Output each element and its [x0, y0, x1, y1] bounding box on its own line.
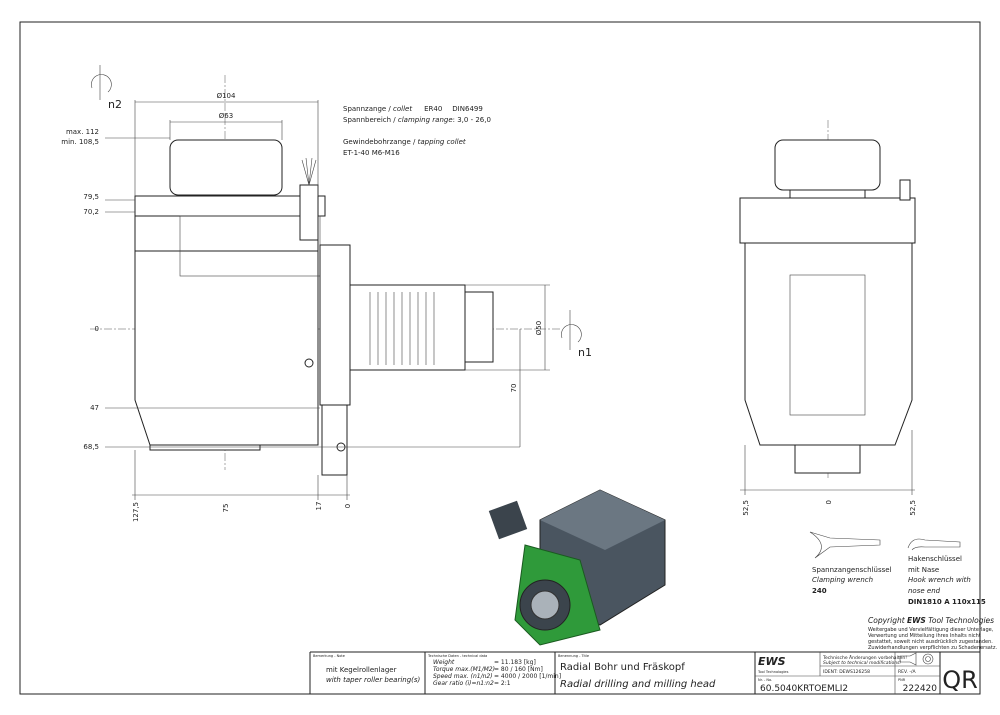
title-de: Radial Bohr und Fräskopf — [560, 662, 685, 673]
dim-v70: 70 — [510, 384, 518, 393]
note-tapping: Gewindebohrzange / tapping collet — [343, 138, 466, 146]
copyright-line: gestattet, soweit nicht ausdrücklich zug… — [868, 639, 993, 645]
flange — [134, 195, 326, 217]
dim-70-2: 70,2 — [83, 208, 99, 216]
tech-key: Speed max. (n1/n2) — [433, 673, 493, 680]
ident: IDENT: DEWS126258 — [823, 669, 870, 675]
ews-logo-sub: Tool Technologies — [757, 670, 789, 674]
title-label: Benennung - Title — [558, 654, 589, 658]
dim-79: 79,5 — [83, 193, 99, 201]
pnr-label: PNR — [898, 678, 906, 682]
tech-value: = 2:1 — [494, 680, 511, 687]
side-view: Ø104 Ø63 max. 112 min. 108,5 79,5 70,2 0… — [61, 65, 592, 522]
tech-key: Gear ratio (i)=n1:n2 — [433, 680, 494, 687]
clamping-wrench-en: Clamping wrench — [812, 576, 873, 584]
remark-label: Bemerkung - Note — [313, 654, 345, 658]
dim-dia63: Ø63 — [219, 112, 233, 120]
copyright-line: Zuwiderhandlungen verpflichten zu Schade… — [868, 645, 997, 651]
tech-value: = 80 / 160 [Nm] — [494, 666, 543, 673]
dim-dia50: Ø50 — [535, 321, 543, 335]
clamping-wrench-de: Spannzangenschlüssel — [812, 566, 892, 574]
projection-symbol-icon — [899, 652, 917, 666]
dim-right-52-5-left: 52,5 — [742, 500, 750, 516]
dim-68-5: 68,5 — [83, 443, 99, 451]
tech-label: Technische Daten - technical data — [427, 654, 487, 658]
changes-en: Subject to technical modifications! — [823, 660, 901, 666]
revision: REV. -/A — [898, 669, 916, 675]
hook-wrench-icon — [907, 538, 961, 551]
dim-right-52-5-right: 52,5 — [909, 500, 917, 516]
wrenches: Spannzangenschlüssel Clamping wrench 240… — [809, 531, 986, 606]
part-number: 60.5040KRTOEMLI2 — [760, 684, 848, 694]
copyright-title: Copyright EWS Tool Technologies — [868, 616, 994, 625]
copyright-line: Verwertung und Mitteilung ihres Inhalts … — [868, 633, 981, 639]
copyright-line: Weitergabe und Vervielfältigung dieser U… — [868, 627, 994, 633]
remark-de: mit Kegelrollenlager — [326, 666, 397, 674]
hook-wrench-en2: nose end — [908, 587, 941, 595]
title-block: Bemerkung - Note mit Kegelrollenlager wi… — [309, 651, 980, 694]
note-tapping-spec: ET-1-40 M6-M16 — [343, 149, 400, 157]
dim-75: 75 — [222, 504, 230, 513]
no-label: Nr. - No. — [758, 678, 772, 682]
hook-wrench-de2: mit Nase — [908, 566, 939, 574]
tech-value: = 4000 / 2000 [1/min] — [494, 673, 561, 680]
dim-min: min. 108,5 — [61, 138, 99, 146]
isometric-render — [488, 489, 666, 646]
dim-0: 0 — [95, 325, 99, 333]
dim-127-5: 127,5 — [132, 502, 140, 522]
changes-de: Technische Änderungen vorbehalten! — [822, 654, 907, 661]
pnr: 222420 — [903, 684, 938, 694]
tech-key: Torque max.(M1/M2) — [433, 666, 495, 673]
tech-value: = 11.183 [kg] — [494, 659, 536, 666]
tech-key: Weight — [433, 659, 455, 666]
copyright: Copyright EWS Tool Technologies Weiterga… — [868, 616, 997, 651]
housing — [134, 250, 319, 446]
note-range: Spannbereich / clamping range: 3,0 - 26,… — [343, 116, 491, 124]
remark-en: with taper roller bearing(s) — [326, 676, 421, 684]
collet-nut — [169, 139, 283, 196]
front-view: 52,5 0 52,5 — [739, 120, 917, 516]
drawing-frame — [19, 21, 981, 695]
ews-logo: EWS — [758, 655, 786, 668]
clamping-wrench-icon — [809, 531, 881, 559]
n2-label: n2 — [108, 98, 122, 111]
n1-label: n1 — [578, 346, 592, 359]
hook-wrench-de1: Hakenschlüssel — [908, 555, 962, 563]
hook-wrench-en1: Hook wrench with — [908, 576, 971, 584]
qr-code: QR — [942, 666, 978, 694]
dim-right-0: 0 — [825, 500, 833, 504]
dim-47: 47 — [90, 404, 99, 412]
dim-b0: 0 — [344, 504, 352, 508]
spindle-bellows — [349, 284, 466, 371]
dim-max: max. 112 — [66, 128, 99, 136]
clamping-wrench-size: 240 — [812, 587, 827, 595]
title-en: Radial drilling and milling head — [560, 679, 716, 690]
dim-dia104: Ø104 — [217, 92, 236, 100]
hook-wrench-spec: DIN1810 A 110x115 — [908, 598, 986, 606]
dim-17: 17 — [315, 502, 323, 511]
